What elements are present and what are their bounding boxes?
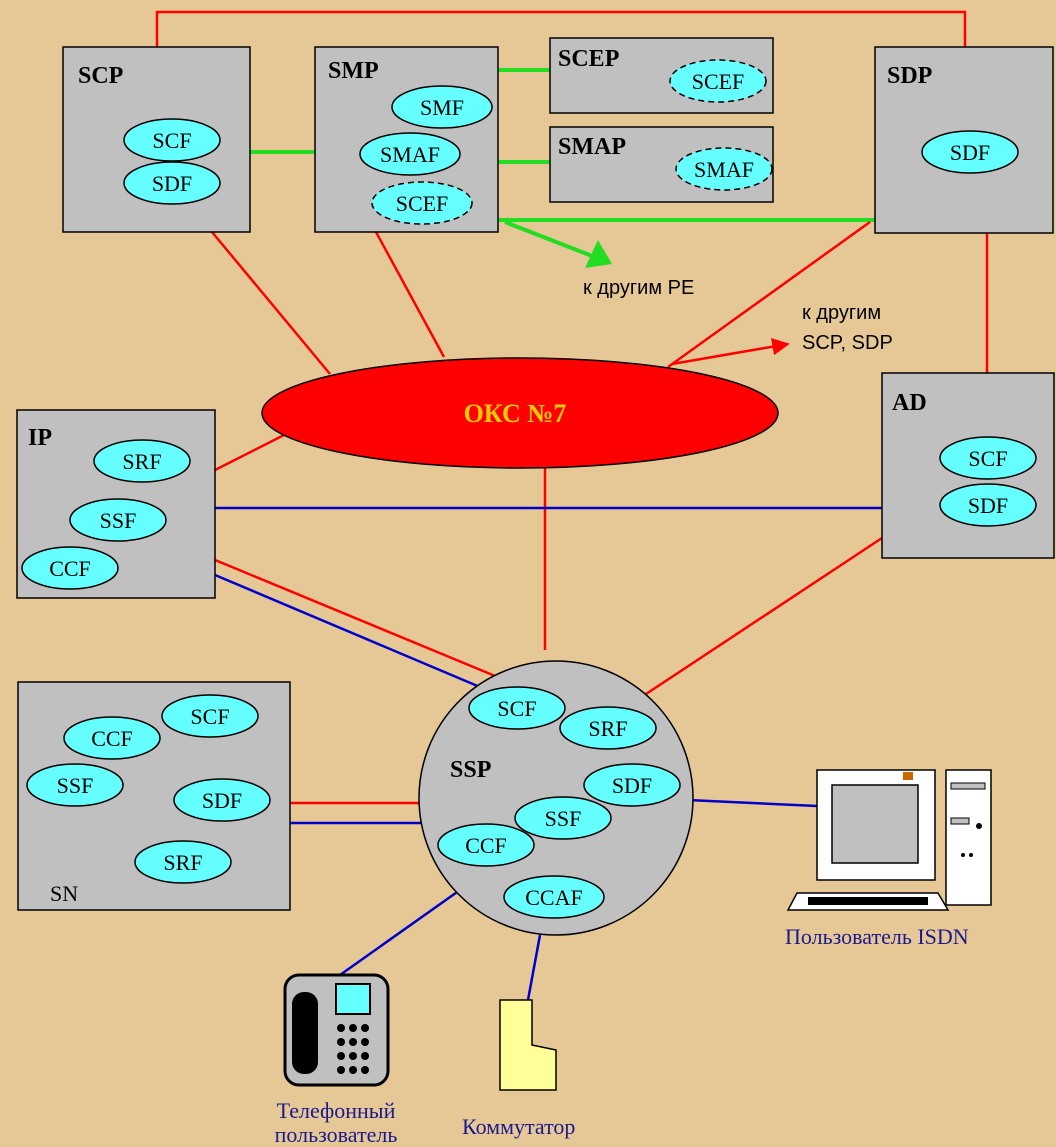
function-label: SDF: [202, 788, 242, 813]
caption-isdn-user: Пользователь ISDN: [785, 924, 969, 949]
node-ssp: SSP SCF SRF SDF SSF CCF CCAF: [419, 661, 693, 935]
arrow-to-other-scp: [672, 344, 788, 364]
function-label: CCF: [465, 833, 507, 858]
link-ip-ssp-blue: [215, 575, 487, 690]
function-label: CCAF: [525, 885, 582, 910]
link-ad-ssp: [640, 538, 882, 698]
function-label: SDF: [612, 773, 652, 798]
function-label: SCF: [152, 128, 191, 153]
node-title: SMP: [328, 58, 379, 84]
function-label: SCF: [497, 696, 536, 721]
function-label: SRF: [122, 449, 161, 474]
node-title: IP: [28, 425, 52, 451]
node-title: SCEP: [558, 46, 619, 72]
node-smap: SMAP SMAF: [550, 127, 773, 202]
function-label: SMF: [420, 95, 464, 120]
link-ssp-switch: [528, 935, 540, 1000]
node-title: SDP: [887, 63, 932, 89]
function-label: SCEF: [396, 191, 449, 216]
function-label: SMAF: [380, 142, 440, 167]
link-ip-ssp-red: [215, 560, 500, 678]
caption-phone-user-line2: пользователь: [275, 1122, 398, 1147]
node-title: AD: [892, 390, 927, 416]
caption-switch: Коммутатор: [462, 1114, 575, 1139]
node-scep: SCEP SCEF: [550, 38, 773, 113]
function-label: SMAF: [694, 157, 754, 182]
function-label: SDF: [968, 493, 1008, 518]
node-title: SCP: [78, 63, 123, 89]
ss7-network: ОКС №7: [262, 358, 778, 468]
function-label: SCF: [968, 446, 1007, 471]
node-ad: AD SCF SDF: [882, 373, 1054, 558]
isdn-computer-icon: [788, 770, 991, 910]
function-label: SSF: [100, 508, 137, 533]
node-smp: SMP SMF SMAF SCEF: [315, 47, 498, 232]
function-label: SSF: [57, 773, 94, 798]
link-ip-ss7: [215, 432, 290, 470]
function-label: SDF: [950, 140, 990, 165]
function-label: SCEF: [692, 69, 745, 94]
ss7-label: ОКС №7: [464, 399, 567, 428]
link-ssp-phone: [340, 890, 460, 975]
node-title: SMAP: [558, 134, 626, 160]
function-label: SCF: [190, 704, 229, 729]
annotation-to-other-pe: к другим РЕ: [583, 277, 694, 299]
caption-phone-user-line1: Телефонный: [277, 1098, 396, 1123]
annotation-to-other-scp-line2: SCP, SDP: [802, 332, 893, 354]
node-ip: IP SRF SSF CCF: [17, 410, 215, 598]
function-label: SSF: [545, 806, 582, 831]
arrow-to-other-pe: [505, 222, 592, 256]
node-title: SN: [50, 881, 78, 906]
annotation-to-other-scp-line1: к другим: [802, 302, 881, 324]
node-sdp: SDP SDF: [875, 47, 1053, 233]
link-scp-ss7: [212, 232, 330, 374]
switch-icon: [500, 1000, 556, 1090]
node-scp: SCP SCF SDF: [63, 47, 250, 232]
function-label: CCF: [49, 556, 91, 581]
node-title: SSP: [450, 757, 491, 783]
link-smp-ss7: [376, 232, 444, 357]
telephone-icon: [285, 975, 388, 1085]
function-label: SRF: [588, 716, 627, 741]
function-label: CCF: [91, 726, 133, 751]
node-sn: SCF CCF SSF SDF SRF SN: [18, 682, 290, 910]
function-label: SDF: [152, 171, 192, 196]
link-ssp-isdn: [688, 800, 817, 806]
function-label: SRF: [163, 850, 202, 875]
